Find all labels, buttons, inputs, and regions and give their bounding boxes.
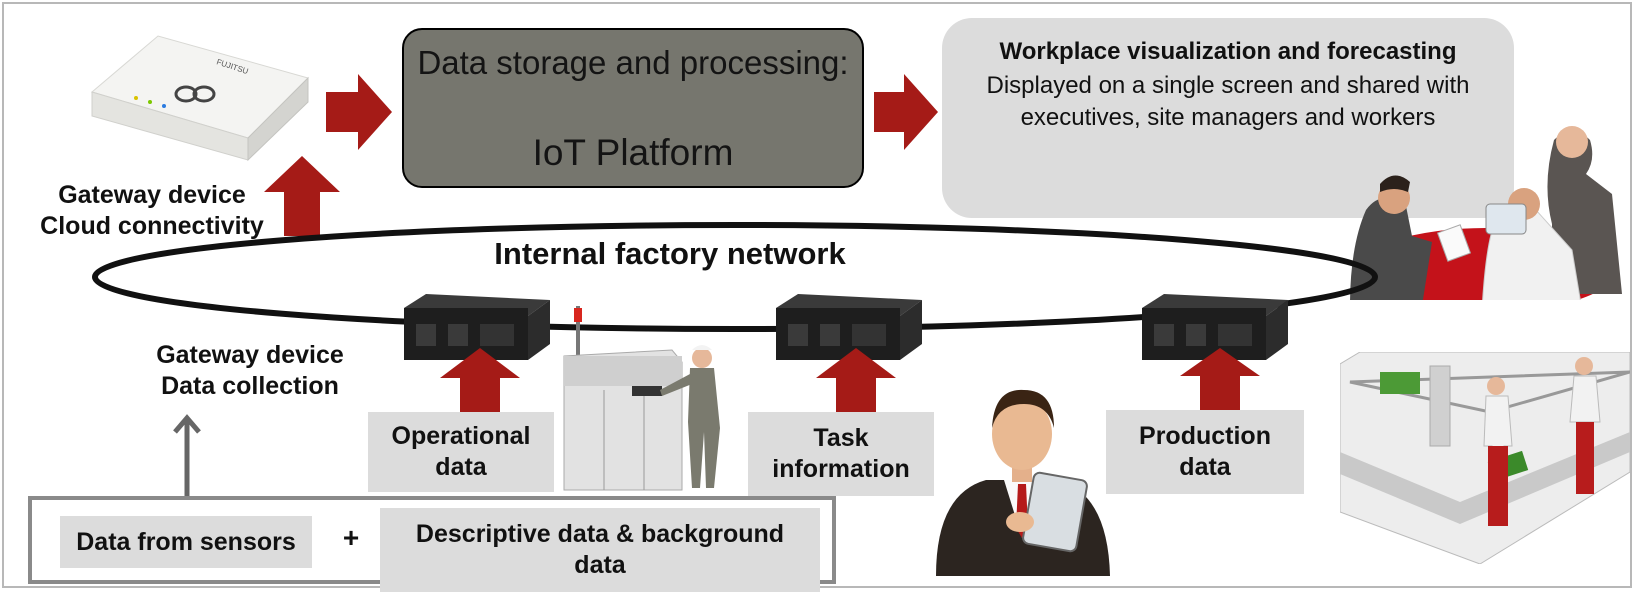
gateway-device-image: FUJITSU <box>90 35 309 162</box>
network-ring <box>92 222 1378 332</box>
visualization-title: Workplace visualization and forecasting <box>999 38 1457 65</box>
descriptive-data-box: Descriptive data & background data <box>380 508 820 592</box>
machine-operator-image <box>563 306 720 491</box>
visualization-description: Displayed on a single screen and shared … <box>986 72 1470 131</box>
platform-heading: Data storage and processing: <box>417 44 849 81</box>
gateway-collection-label: Gateway device Data collection <box>156 341 344 400</box>
network-gateway-device-image <box>404 294 550 360</box>
network-label: Internal factory network <box>494 236 846 271</box>
platform-name: IoT Platform <box>532 132 734 173</box>
task-information-box: Task information <box>748 412 934 496</box>
businessman-tablet-image <box>936 389 1110 576</box>
arrow-up-icon <box>1180 348 1260 410</box>
meeting-people-image <box>1350 126 1622 300</box>
arrow-up-icon <box>264 156 340 236</box>
gateway-cloud-label: Gateway device Cloud connectivity <box>40 181 264 240</box>
iot-platform-box: Data storage and processing: IoT Platfor… <box>402 28 864 188</box>
network-gateway-device-image <box>776 294 922 360</box>
visualization-box: Workplace visualization and forecasting … <box>942 18 1514 218</box>
operational-data-box: Operational data <box>368 412 554 492</box>
plus-sign: + <box>342 522 360 553</box>
arrow-right-icon <box>874 74 938 150</box>
arrow-right-icon <box>326 74 392 150</box>
arrow-up-icon <box>440 348 520 414</box>
network-gateway-device-image <box>1142 294 1288 360</box>
sensor-data-box: Data from sensors <box>60 516 312 568</box>
arrow-up-icon <box>173 414 201 500</box>
factory-assembly-image <box>1340 352 1630 564</box>
production-data-box: Production data <box>1106 410 1304 494</box>
arrow-up-icon <box>816 348 896 414</box>
